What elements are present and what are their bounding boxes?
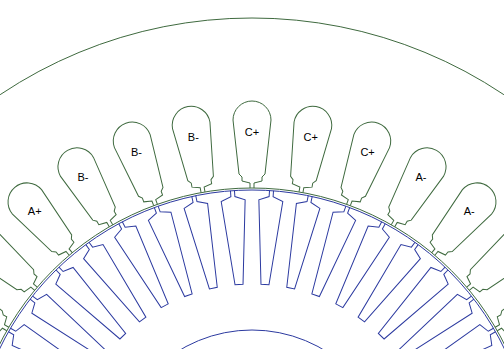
rotor-bar xyxy=(304,203,359,300)
stator-slot xyxy=(51,141,127,235)
stator-slot xyxy=(233,101,271,188)
stator-slot xyxy=(331,117,396,212)
rotor-bar xyxy=(391,288,480,349)
rotor-bar xyxy=(110,217,175,311)
stator-bore xyxy=(0,188,504,349)
rotor-bar xyxy=(407,320,500,349)
phase-label: A- xyxy=(464,206,475,217)
rotor-bar xyxy=(220,190,250,285)
stator-slot xyxy=(419,175,504,266)
rotor-bar xyxy=(279,194,322,291)
rotor-shaft xyxy=(112,330,392,349)
rotor-bar xyxy=(49,260,132,344)
rotor-slots xyxy=(0,190,504,349)
rotor-bar xyxy=(78,236,153,326)
stator-slot xyxy=(169,103,222,195)
stator-slot xyxy=(456,218,504,303)
rotor-bar xyxy=(145,203,200,300)
stator-slot xyxy=(0,218,48,303)
rotor-bar xyxy=(4,320,97,349)
rotor-bar xyxy=(253,190,283,285)
phase-label: C+ xyxy=(360,147,374,158)
phase-label: B- xyxy=(131,147,142,158)
stator-slots xyxy=(0,101,504,345)
phase-label: A+ xyxy=(28,206,42,217)
phase-label: B- xyxy=(188,132,199,143)
stator-slot xyxy=(108,117,173,212)
phase-label: A- xyxy=(416,172,427,183)
phase-label: C+ xyxy=(304,132,318,143)
stator-outer xyxy=(0,18,504,349)
rotor-bar xyxy=(329,217,394,311)
phase-label: B- xyxy=(78,172,89,183)
rotor-outer xyxy=(0,190,504,349)
rotor-bar xyxy=(182,194,225,291)
stator-slot xyxy=(487,269,504,345)
stator-slot xyxy=(282,103,335,195)
stator-slot xyxy=(0,175,85,266)
rotor-bar xyxy=(24,288,113,349)
phase-label: C+ xyxy=(245,127,259,138)
